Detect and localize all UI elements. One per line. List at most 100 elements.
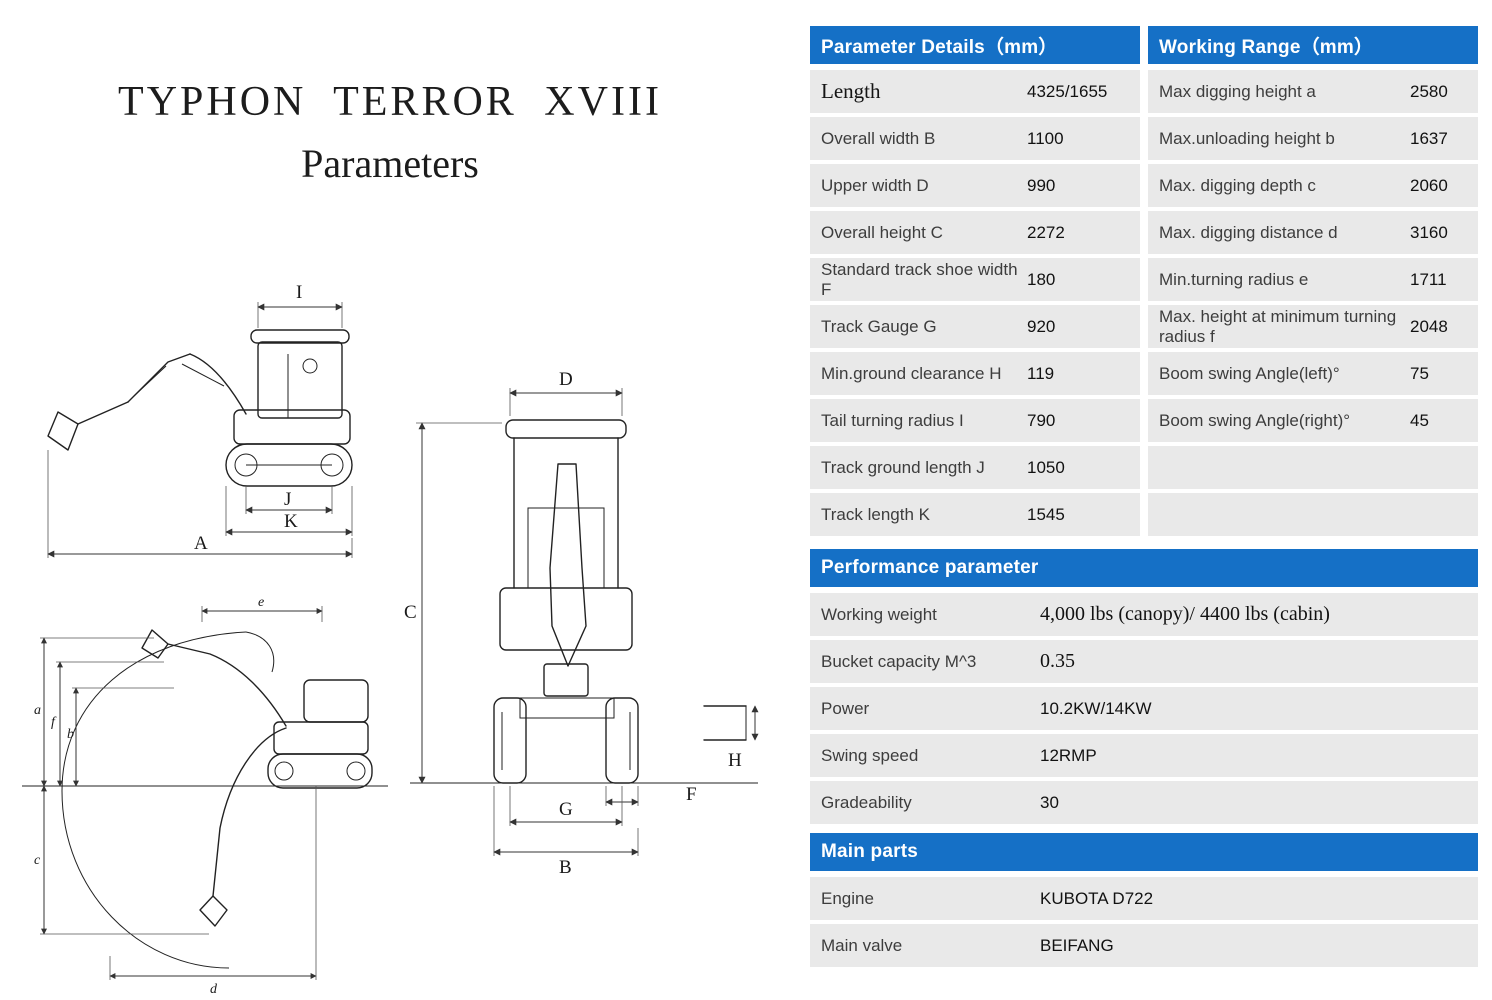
spec-value: 10.2KW/14KW [1040, 698, 1152, 718]
table-row: Bucket capacity M^3 0.35 [810, 640, 1478, 683]
spec-value: BEIFANG [1040, 935, 1114, 955]
spec-value: 1100 [1027, 128, 1064, 148]
spec-value: 4325/1655 [1027, 81, 1108, 101]
spec-label: Max.unloading height b [1159, 128, 1335, 148]
spec-label: Length [821, 78, 881, 103]
spec-label: Power [821, 698, 870, 718]
spec-value: 1711 [1410, 269, 1447, 289]
side-view-drawing: I J K A [47, 282, 353, 558]
dim-label-F: F [686, 784, 697, 805]
spec-label: Max. height at minimum turning radius f [1159, 307, 1397, 346]
spec-label: Swing speed [821, 745, 919, 765]
dim-label-H: H [728, 750, 742, 771]
performance-header: Performance parameter [810, 549, 1478, 587]
excavator-side-outline [47, 329, 353, 487]
spec-value: 1050 [1027, 457, 1065, 477]
spec-label: Overall height C [821, 222, 943, 242]
dimension-tables: Parameter Details（mm） Length 4325/1655 O… [810, 26, 1478, 540]
spec-label: Gradeability [821, 792, 912, 812]
spec-value: 0.35 [1040, 650, 1075, 672]
table-row: Standard track shoe width F 180 [810, 258, 1140, 301]
spec-label: Engine [821, 888, 874, 908]
working-range-outline [22, 629, 388, 969]
table-row: Main valve BEIFANG [810, 924, 1478, 967]
spec-value: 2580 [1410, 81, 1448, 101]
dim-label-a: a [34, 703, 41, 718]
dim-label-G: G [559, 799, 573, 820]
spec-label: Max. digging depth c [1159, 175, 1316, 195]
table-row: Overall width B 1100 [810, 117, 1140, 160]
table-row: Track Gauge G 920 [810, 305, 1140, 348]
table-row: Track ground length J 1050 [810, 446, 1140, 489]
spec-value: 2272 [1027, 222, 1065, 242]
spec-value: 4,000 lbs (canopy)/ 4400 lbs (cabin) [1040, 603, 1330, 625]
dim-label-J: J [284, 489, 291, 510]
excavator-front-outline [410, 419, 758, 784]
dim-label-B: B [559, 857, 572, 878]
dim-label-D: D [559, 369, 573, 390]
table-row: Max digging height a 2580 [1148, 70, 1478, 113]
table-row: Track length K 1545 [810, 493, 1140, 536]
spec-value: 790 [1027, 410, 1056, 430]
table-row: Min.ground clearance H 119 [810, 352, 1140, 395]
spec-label: Track length K [821, 504, 930, 524]
spec-label: Upper width D [821, 175, 929, 195]
table-row: Overall height C 2272 [810, 211, 1140, 254]
table-row: Upper width D 990 [810, 164, 1140, 207]
table-row: Engine KUBOTA D722 [810, 877, 1478, 920]
spec-label: Overall width B [821, 128, 936, 148]
spec-label: Working weight [821, 604, 937, 624]
table-row-empty [1148, 493, 1478, 536]
spec-label: Main valve [821, 935, 903, 955]
spec-label: Boom swing Angle(left)° [1159, 363, 1340, 383]
spec-label: Min.turning radius e [1159, 269, 1309, 289]
spec-label: Bucket capacity M^3 [821, 651, 977, 671]
table-row: Max. height at minimum turning radius f … [1148, 305, 1478, 348]
spec-label: Boom swing Angle(right)° [1159, 410, 1351, 430]
dim-label-b: b [67, 727, 74, 742]
dim-label-e: e [258, 596, 264, 610]
spec-value: 45 [1410, 410, 1429, 430]
spec-value: 2048 [1410, 316, 1448, 336]
spec-value: 2060 [1410, 175, 1448, 195]
dim-label-A: A [194, 533, 208, 554]
table-row: Swing speed 12RMP [810, 734, 1478, 777]
table-row: Boom swing Angle(left)° 75 [1148, 352, 1478, 395]
table-row: Max.unloading height b 1637 [1148, 117, 1478, 160]
working-range-dimensions: e a f b c d [34, 596, 323, 997]
front-view-dimensions: D C H F G [404, 369, 759, 878]
table-row-empty [1148, 446, 1478, 489]
spec-value: 1545 [1027, 504, 1065, 524]
page-title-line1: TYPHON TERROR XVIII [118, 79, 662, 125]
table-row: Min.turning radius e 1711 [1148, 258, 1478, 301]
spec-value: 3160 [1410, 222, 1448, 242]
parameter-details-header: Parameter Details（mm） [810, 26, 1140, 64]
spec-value: 990 [1027, 175, 1056, 195]
working-range-drawing: e a f b c d [22, 596, 388, 997]
spec-value: 119 [1027, 363, 1055, 383]
dim-label-f: f [51, 715, 57, 730]
table-row: Working weight 4,000 lbs (canopy)/ 4400 … [810, 593, 1478, 636]
spec-value: 1637 [1410, 128, 1448, 148]
table-row: Power 10.2KW/14KW [810, 687, 1478, 730]
spec-value: KUBOTA D722 [1040, 888, 1154, 908]
spec-label: Standard track shoe width F [821, 260, 1018, 299]
table-row: Max. digging depth c 2060 [1148, 164, 1478, 207]
spec-label: Max digging height a [1159, 81, 1316, 101]
side-view-dimensions: I J K A [47, 282, 353, 558]
spec-label: Min.ground clearance H [821, 363, 1002, 383]
main-parts-header: Main parts [810, 833, 1478, 871]
table-row: Max. digging distance d 3160 [1148, 211, 1478, 254]
spec-value: 30 [1040, 792, 1059, 812]
dim-label-I: I [296, 282, 302, 303]
spec-value: 180 [1027, 269, 1056, 289]
page-title: TYPHON TERROR XVIII Parameters [0, 78, 780, 187]
spec-tables: Parameter Details（mm） Length 4325/1655 O… [810, 26, 1478, 971]
dim-label-K: K [284, 511, 298, 532]
table-row: Tail turning radius I 790 [810, 399, 1140, 442]
page-title-line2: Parameters [301, 141, 479, 186]
table-row: Gradeability 30 [810, 781, 1478, 824]
dim-label-d: d [210, 982, 218, 997]
diagram-panel: TYPHON TERROR XVIII Parameters [0, 78, 780, 997]
